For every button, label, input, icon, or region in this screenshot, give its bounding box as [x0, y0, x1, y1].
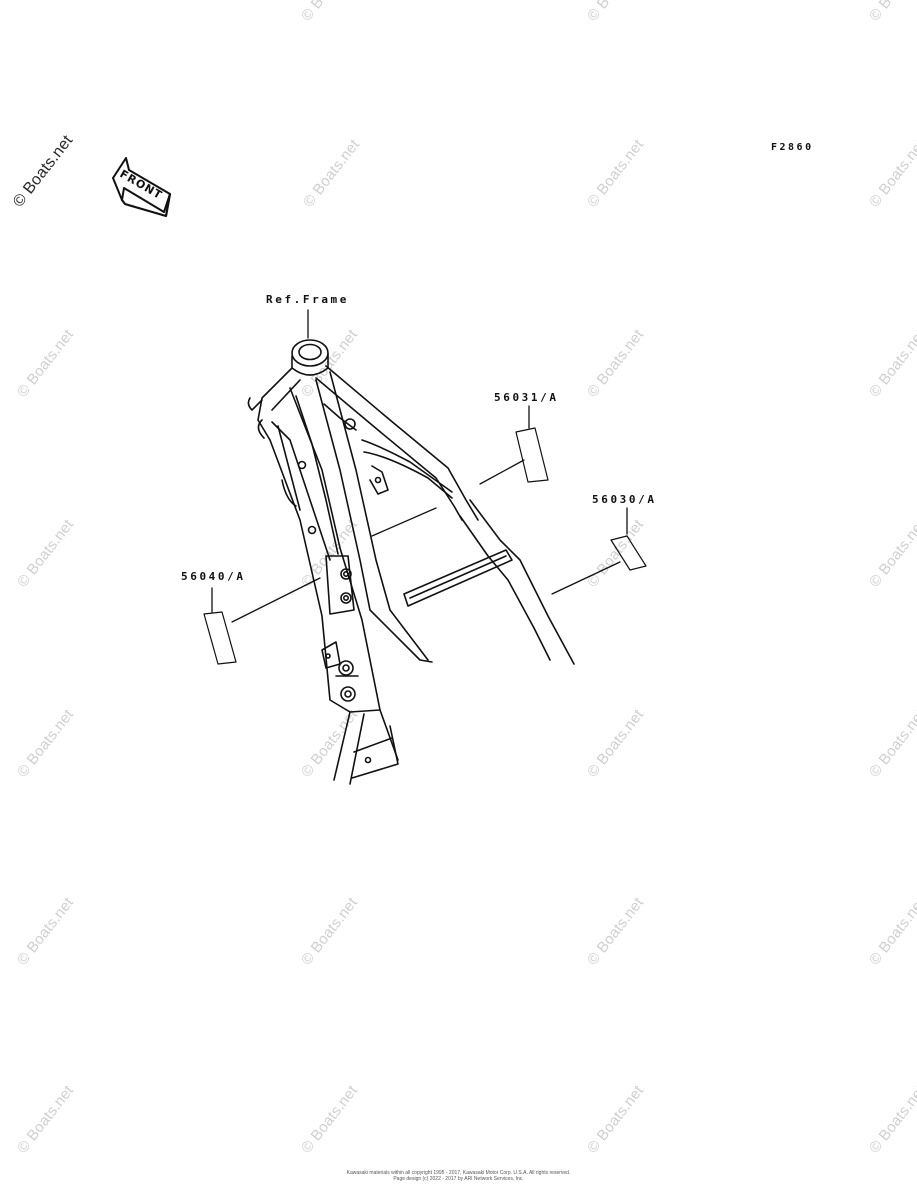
leader-lines	[211, 309, 628, 623]
front-arrow-icon: FRONT	[112, 157, 172, 218]
decal-56040	[203, 611, 237, 665]
frame-top-tube	[315, 365, 479, 521]
frame-engine-mounts	[321, 555, 359, 702]
footer-copyright: Kawasaki materials within all copyright …	[346, 1170, 571, 1176]
footer-design: Page design (c) 2022 - 2017 by ARI Netwo…	[393, 1176, 524, 1182]
frame-lower	[333, 709, 399, 785]
frame-rear-rails	[315, 371, 575, 665]
figure-code: F2860	[771, 142, 814, 153]
label-ref-frame: Ref.Frame	[266, 293, 350, 306]
label-part-56031: 56031/A	[494, 391, 559, 404]
frame-downtube	[247, 367, 381, 713]
decal-56030	[610, 535, 647, 571]
frame-steering-head	[291, 339, 329, 376]
decal-56031	[515, 427, 549, 483]
label-part-56040: 56040/A	[181, 570, 246, 583]
label-part-56030: 56030/A	[592, 493, 657, 506]
